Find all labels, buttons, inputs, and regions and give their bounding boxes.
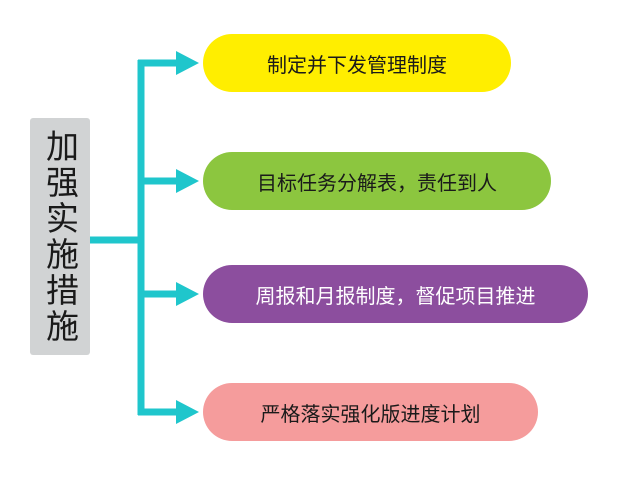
branch-label-4: 严格落实强化版进度计划 — [260, 401, 481, 426]
arrow-icon-3 — [176, 282, 199, 306]
arrow-icon-4 — [176, 400, 199, 424]
arrow-icon-1 — [176, 51, 199, 75]
branch-label-2: 目标任务分解表，责任到人 — [257, 170, 497, 195]
root-node: 加强实施措施 — [30, 118, 90, 355]
branch-label-3: 周报和月报制度，督促项目推进 — [255, 283, 536, 308]
branch-node-4: 严格落实强化版进度计划 — [203, 383, 538, 441]
branch-node-1: 制定并下发管理制度 — [203, 34, 511, 92]
arrow-icon-2 — [176, 169, 199, 193]
branch-node-2: 目标任务分解表，责任到人 — [203, 152, 551, 210]
branch-label-1: 制定并下发管理制度 — [267, 52, 447, 77]
branch-node-3: 周报和月报制度，督促项目推进 — [203, 265, 588, 323]
root-label: 加强实施措施 — [40, 128, 80, 345]
